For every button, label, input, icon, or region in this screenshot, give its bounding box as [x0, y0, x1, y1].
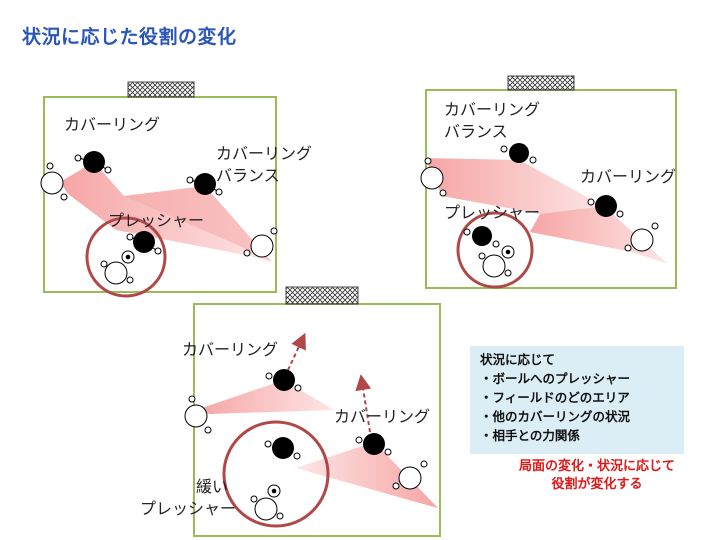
attacker-3c — [250, 495, 284, 521]
cover-zone-2b — [530, 206, 668, 264]
label-covering-3b: カバーリング — [334, 407, 431, 426]
field-diagram-2 — [420, 75, 677, 289]
label-covering-balance-1: カバーリング バランス — [216, 144, 313, 185]
defender-3c — [264, 437, 301, 460]
label-pressure-2: プレッシャー — [444, 203, 541, 222]
defender-2c — [463, 226, 500, 248]
info-box: 状況に応じて ・ボールへのプレッシャー ・フィールドのどのエリア ・他のカバーリ… — [470, 346, 684, 454]
cover-zone-3a — [196, 380, 334, 414]
attacker-2b — [624, 222, 659, 252]
pressure-circle-2 — [456, 211, 534, 289]
info-line: ・フィールドのどのエリア — [480, 390, 630, 405]
note-line-2: 役割が変化する — [551, 477, 643, 492]
label-covering-3a: カバーリング — [182, 340, 279, 359]
defender-1a — [74, 151, 112, 174]
attacker-1b — [243, 227, 278, 258]
goal-1 — [127, 81, 195, 98]
page-title: 状況に応じた役割の変化 — [22, 26, 237, 48]
note-line-1: 局面の変化・状況に応じて — [518, 459, 675, 474]
defender-1c — [126, 231, 162, 255]
field-diagram-3 — [184, 286, 441, 537]
defender-3a — [265, 369, 302, 392]
label-loose-pressure-3: 緩いプレッシャー — [140, 476, 236, 520]
info-line: 状況に応じて — [480, 352, 556, 367]
attacker-2a — [420, 157, 447, 197]
pressure-circle-3 — [222, 420, 330, 528]
cover-zone-3b — [296, 442, 438, 508]
label-covering-balance-2: カバーリング バランス — [444, 100, 541, 141]
attacker-3b — [392, 460, 428, 490]
ball-icon-1 — [121, 250, 135, 264]
goal-3 — [285, 286, 359, 305]
ball-icon-2 — [501, 245, 515, 259]
info-line: ・他のカバーリングの状況 — [480, 409, 631, 424]
cover-zone-1b — [124, 186, 272, 262]
label-pressure-1: プレッシャー — [108, 211, 205, 230]
defender-2b — [587, 195, 624, 218]
defender-1b — [186, 173, 223, 196]
defender-3b — [355, 433, 392, 456]
info-line: ・相手との力関係 — [480, 428, 580, 443]
attacker-1a — [40, 162, 68, 201]
defender-2a — [500, 143, 537, 164]
cover-zone-2a — [425, 158, 604, 214]
ball-icon-3 — [267, 484, 281, 498]
field-diagram-1 — [40, 81, 278, 298]
label-loose-pressure-line2: プレッシャー — [140, 499, 237, 518]
role-change-note: 局面の変化・状況に応じて 役割が変化する — [492, 458, 702, 494]
label-loose-pressure-text: 緩い — [196, 477, 229, 496]
info-line: ・ボールへのプレッシャー — [480, 371, 631, 386]
pressure-circle-1 — [85, 216, 167, 298]
attacker-1c — [100, 260, 134, 285]
movement-arrow-1 — [287, 332, 306, 371]
label-covering-2: カバーリング — [580, 167, 677, 186]
goal-2 — [507, 75, 575, 91]
movement-arrow-2 — [355, 374, 372, 433]
attacker-3a — [184, 395, 212, 434]
label-covering-1: カバーリング — [64, 115, 161, 134]
attacker-2c — [478, 252, 512, 278]
